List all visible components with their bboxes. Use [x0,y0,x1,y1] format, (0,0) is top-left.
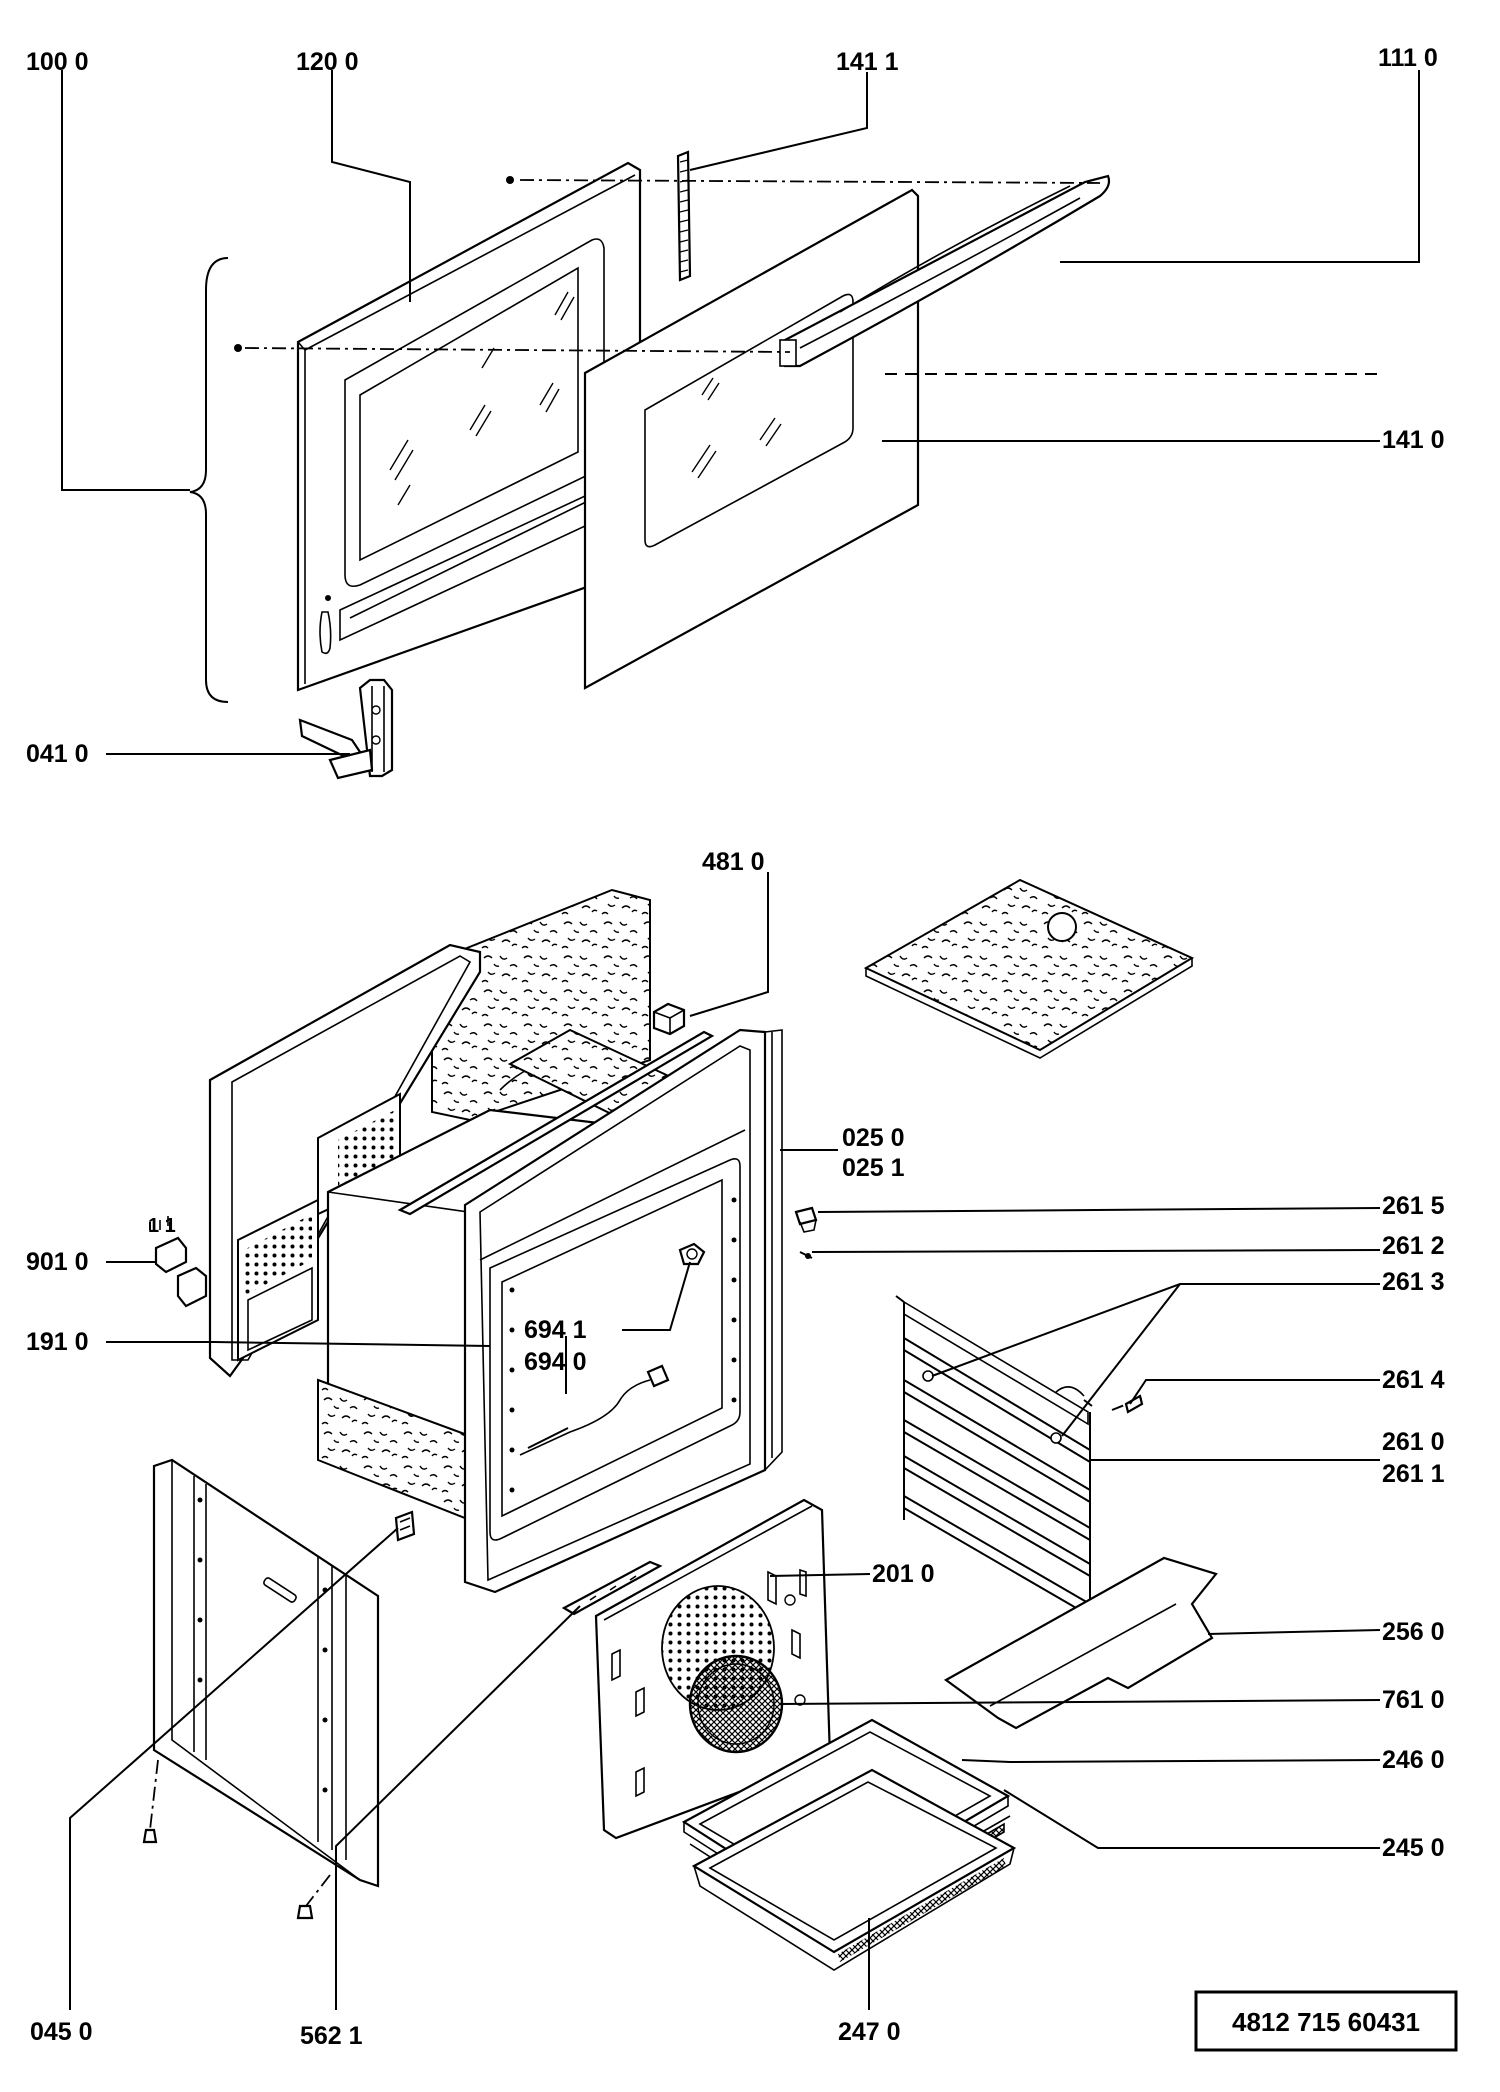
assembly-bracket [189,257,229,703]
label-9010: 901 0 [26,1248,89,1276]
door-assembly [189,150,1380,780]
label-2613: 261 3 [1382,1268,1445,1296]
label-6940: 694 0 [524,1348,587,1376]
door-seal-strip [676,150,692,282]
label-1200: 120 0 [296,48,359,76]
label-2614: 261 4 [1382,1366,1445,1394]
label-6941: 694 1 [524,1316,587,1344]
label-1411: 141 1 [836,48,899,76]
door-handle [778,174,1111,368]
label-2612: 261 2 [1382,1232,1445,1260]
screw-2612 [799,1251,813,1259]
label-7610: 761 0 [1382,1686,1445,1714]
label-2560: 256 0 [1382,1618,1445,1646]
lamp-assembly [678,1242,706,1266]
label-2611: 261 1 [1382,1460,1445,1488]
screw-2615 [794,1206,818,1233]
label-2460: 246 0 [1382,1746,1445,1774]
oven-body [142,878,1218,1971]
fan-grille [688,1654,784,1754]
document-code-box: 4812 715 60431 [1194,1990,1458,2052]
door-hinge [298,678,394,780]
switch-block [652,1002,686,1036]
label-2450: 245 0 [1382,1834,1445,1862]
label-2615: 261 5 [1382,1192,1445,1220]
temperature-sensor [519,1364,670,1456]
label-0251: 025 1 [842,1154,905,1182]
front-frame [463,1028,783,1594]
leader-lines [61,70,1420,2010]
clip [394,1510,416,1542]
inner-door-panel [296,161,642,692]
heat-deflector [943,1556,1218,1730]
label-0250: 025 0 [842,1124,905,1152]
label-1110: 111 0 [1378,44,1438,72]
label-4810: 481 0 [702,848,765,876]
label-0410: 041 0 [26,740,89,768]
label-1910: 191 0 [26,1328,89,1356]
label-1410: 141 0 [1382,426,1445,454]
label-0450: 045 0 [30,2018,93,2046]
screw-2614 [1111,1394,1144,1414]
top-rail [561,1560,663,1616]
document-code: 4812 715 60431 [1232,2007,1420,2037]
label-1000: 100 0 [26,48,89,76]
label-2610: 261 0 [1382,1428,1445,1456]
label-hinge-mark: 1 1 [148,1215,176,1237]
label-2010: 201 0 [872,1560,935,1588]
side-wall [142,1458,380,1920]
hinge-bracket [149,1216,208,1308]
deep-tray [691,1768,1017,1971]
label-5621: 562 1 [300,2022,363,2050]
label-2470: 247 0 [838,2018,901,2046]
part-labels: 100 0 120 0 141 1 111 0 141 0 041 0 481 … [26,44,1445,2050]
